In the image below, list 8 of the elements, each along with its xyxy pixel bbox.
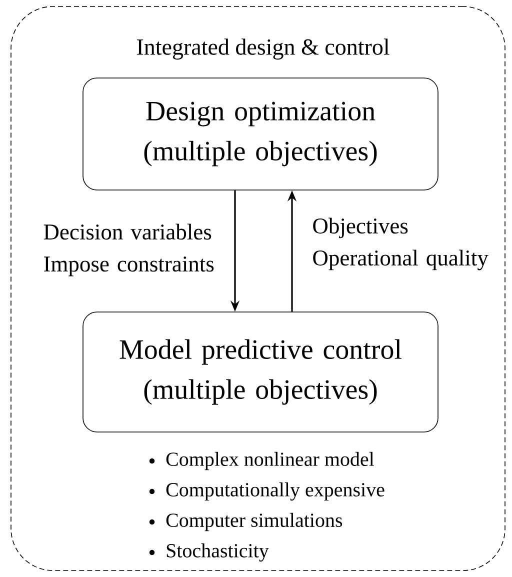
edge-label: Objectives Operational quality xyxy=(313,218,488,270)
bullet-item: Complex nonlinear model xyxy=(149,452,374,470)
bullet-item: Computationally expensive xyxy=(149,482,384,501)
edge-label: Decision variables Impose constraints xyxy=(44,224,214,276)
process-box: Design optimization (multiple objectives) xyxy=(82,78,438,190)
bullet-item: Stochasticity xyxy=(149,543,269,562)
bullet-item: Computer simulations xyxy=(149,512,342,532)
process-box: Model predictive control (multiple objectives) xyxy=(82,312,438,432)
